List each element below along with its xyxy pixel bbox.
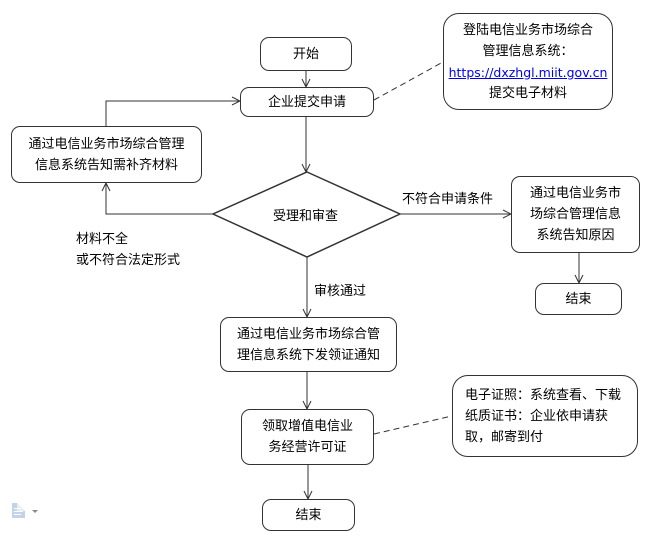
supplement-node: 通过电信业务市场综合管理 信息系统告知需补齐材料 — [11, 126, 202, 183]
submit-note-line4: 提交电子材料 — [488, 85, 567, 101]
incomplete-label-line2: 或不符合法定形式 — [76, 253, 181, 268]
document-icon[interactable] — [12, 503, 25, 518]
review-node-label: 受理和审查 — [273, 209, 339, 224]
start-node-label: 开始 — [292, 46, 319, 62]
reject-node-line1: 通过电信业务市 — [529, 186, 621, 201]
notice-node-line1: 通过电信业务市场综合管 — [236, 326, 380, 342]
arrow-review-to-supplement — [106, 183, 213, 215]
end-reject-node-label: 结束 — [565, 291, 592, 307]
dashed-connector-collect-note — [373, 415, 453, 435]
end-reject-node: 结束 — [535, 283, 622, 315]
submit-note: 登陆电信业务市场综合 管理信息系统： https://dxzhgl.miit.g… — [443, 13, 613, 110]
supplement-node-line1: 通过电信业务市场综合管理 — [28, 136, 185, 152]
reject-condition-label: 不符合申请条件 — [402, 192, 494, 207]
end-node: 结束 — [262, 499, 355, 531]
arrow-supplement-to-submit — [105, 101, 240, 126]
dropdown-arrow-icon[interactable] — [32, 510, 38, 513]
incomplete-label-line1: 材料不全 — [76, 232, 129, 247]
start-node: 开始 — [260, 37, 352, 71]
collect-note-line1: 电子证照：系统查看、下载 — [465, 387, 622, 403]
collect-node-line2: 务经营许可证 — [268, 440, 347, 455]
system-link[interactable]: https://dxzhgl.miit.gov.cn — [448, 64, 608, 80]
end-node-label: 结束 — [295, 507, 322, 523]
notice-node: 通过电信业务市场综合管 理信息系统下发领证通知 — [220, 317, 397, 372]
collect-note: 电子证照：系统查看、下载 纸质证书：企业依申请获 取，邮寄到付 — [452, 375, 638, 457]
approved-label: 审核通过 — [314, 284, 367, 299]
submit-node-label: 企业提交申请 — [267, 94, 346, 110]
collect-note-line3: 取，邮寄到付 — [465, 429, 544, 445]
dashed-connector-submit-note — [373, 61, 444, 101]
supplement-node-line2: 信息系统告知需补齐材料 — [34, 157, 178, 173]
reject-node-line2: 场综合管理信息 — [529, 207, 621, 222]
submit-note-line1: 登陆电信业务市场综合 — [462, 22, 593, 38]
collect-note-line2: 纸质证书：企业依申请获 — [465, 408, 609, 424]
incomplete-label: 材料不全 或不符合法定形式 — [76, 229, 180, 271]
collect-node: 领取增值电信业 务经营许可证 — [241, 409, 374, 465]
submit-node: 企业提交申请 — [240, 87, 374, 117]
reject-node: 通过电信业务市 场综合管理信息 系统告知原因 — [511, 176, 640, 253]
notice-node-line2: 理信息系统下发领证通知 — [236, 347, 380, 363]
reject-node-line3: 系统告知原因 — [536, 228, 615, 243]
submit-note-line2: 管理信息系统： — [482, 43, 574, 59]
collect-node-line1: 领取增值电信业 — [261, 419, 353, 434]
